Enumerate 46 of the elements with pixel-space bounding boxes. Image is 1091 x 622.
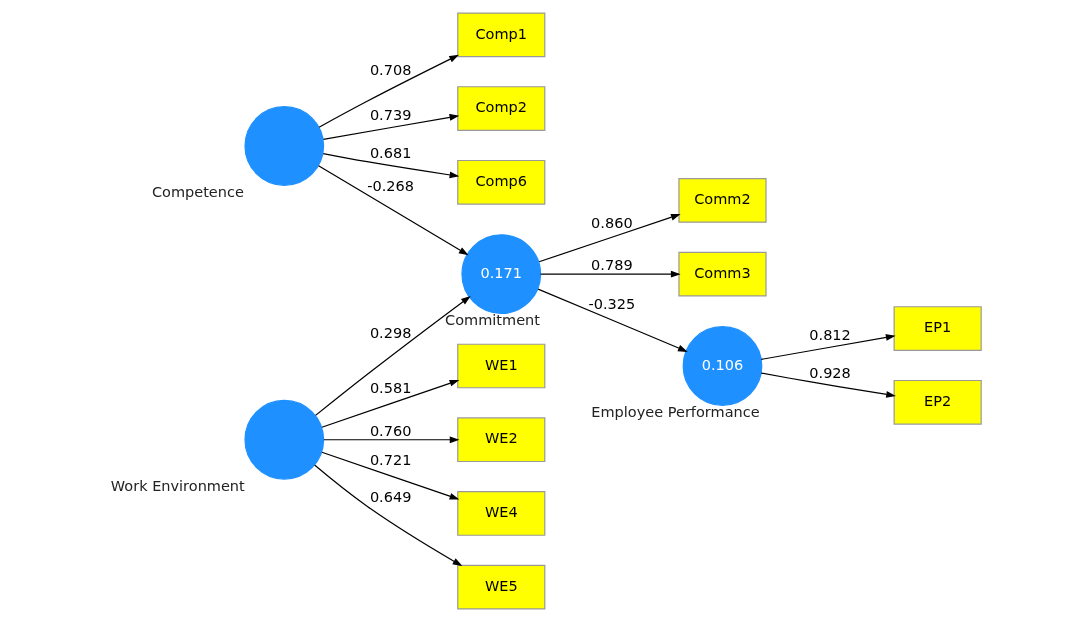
edge-label: -0.325 — [588, 295, 635, 312]
arrow — [313, 464, 462, 567]
edge-label: 0.298 — [369, 324, 411, 341]
arrow — [320, 379, 459, 428]
arrow — [322, 114, 459, 140]
edge-label: 0.928 — [808, 364, 851, 381]
arrow — [760, 372, 896, 398]
arrow — [537, 288, 688, 352]
edge-label: 0.760 — [369, 422, 411, 439]
edge-label: -0.268 — [366, 178, 414, 195]
arrow — [538, 213, 681, 263]
node-label: Commitment — [444, 312, 540, 329]
arrow — [322, 152, 459, 179]
edge-label: 0.708 — [369, 62, 411, 79]
node-box: WE2 — [456, 417, 545, 463]
node-box: Comp2 — [456, 86, 545, 131]
node-box: Comm3 — [677, 251, 767, 297]
node-label: Work Environment — [110, 477, 245, 494]
arrow — [320, 451, 459, 500]
node-box: WE1 — [456, 343, 545, 389]
node-circle: 0.106 — [682, 326, 762, 406]
node-label: Competence — [151, 183, 244, 200]
node-box: EP1 — [893, 306, 982, 351]
arrow — [760, 334, 896, 360]
arrow — [539, 270, 681, 278]
edge-label: 0.860 — [590, 214, 633, 231]
arrow — [318, 54, 459, 128]
edge-label: 0.812 — [808, 327, 851, 344]
node-box: WE4 — [456, 491, 545, 536]
arrow — [314, 295, 471, 416]
node-circle — [243, 399, 324, 480]
edge-label: 0.721 — [369, 451, 411, 468]
node-box: Comp1 — [456, 12, 545, 58]
edge-label: 0.581 — [369, 380, 411, 397]
node-circle — [243, 106, 324, 186]
node-box: EP2 — [893, 379, 982, 425]
edge-label: 0.739 — [369, 107, 411, 124]
node-box: WE5 — [456, 564, 545, 610]
node-label: Employee Performance — [590, 403, 760, 420]
node-box: Comm2 — [677, 178, 767, 223]
arrow — [322, 436, 459, 444]
node-box: Comp6 — [456, 159, 545, 205]
edge-label: 0.681 — [369, 144, 411, 161]
edge-label: 0.649 — [369, 489, 411, 506]
edge-label: 0.789 — [590, 257, 633, 274]
arrow — [317, 165, 469, 256]
